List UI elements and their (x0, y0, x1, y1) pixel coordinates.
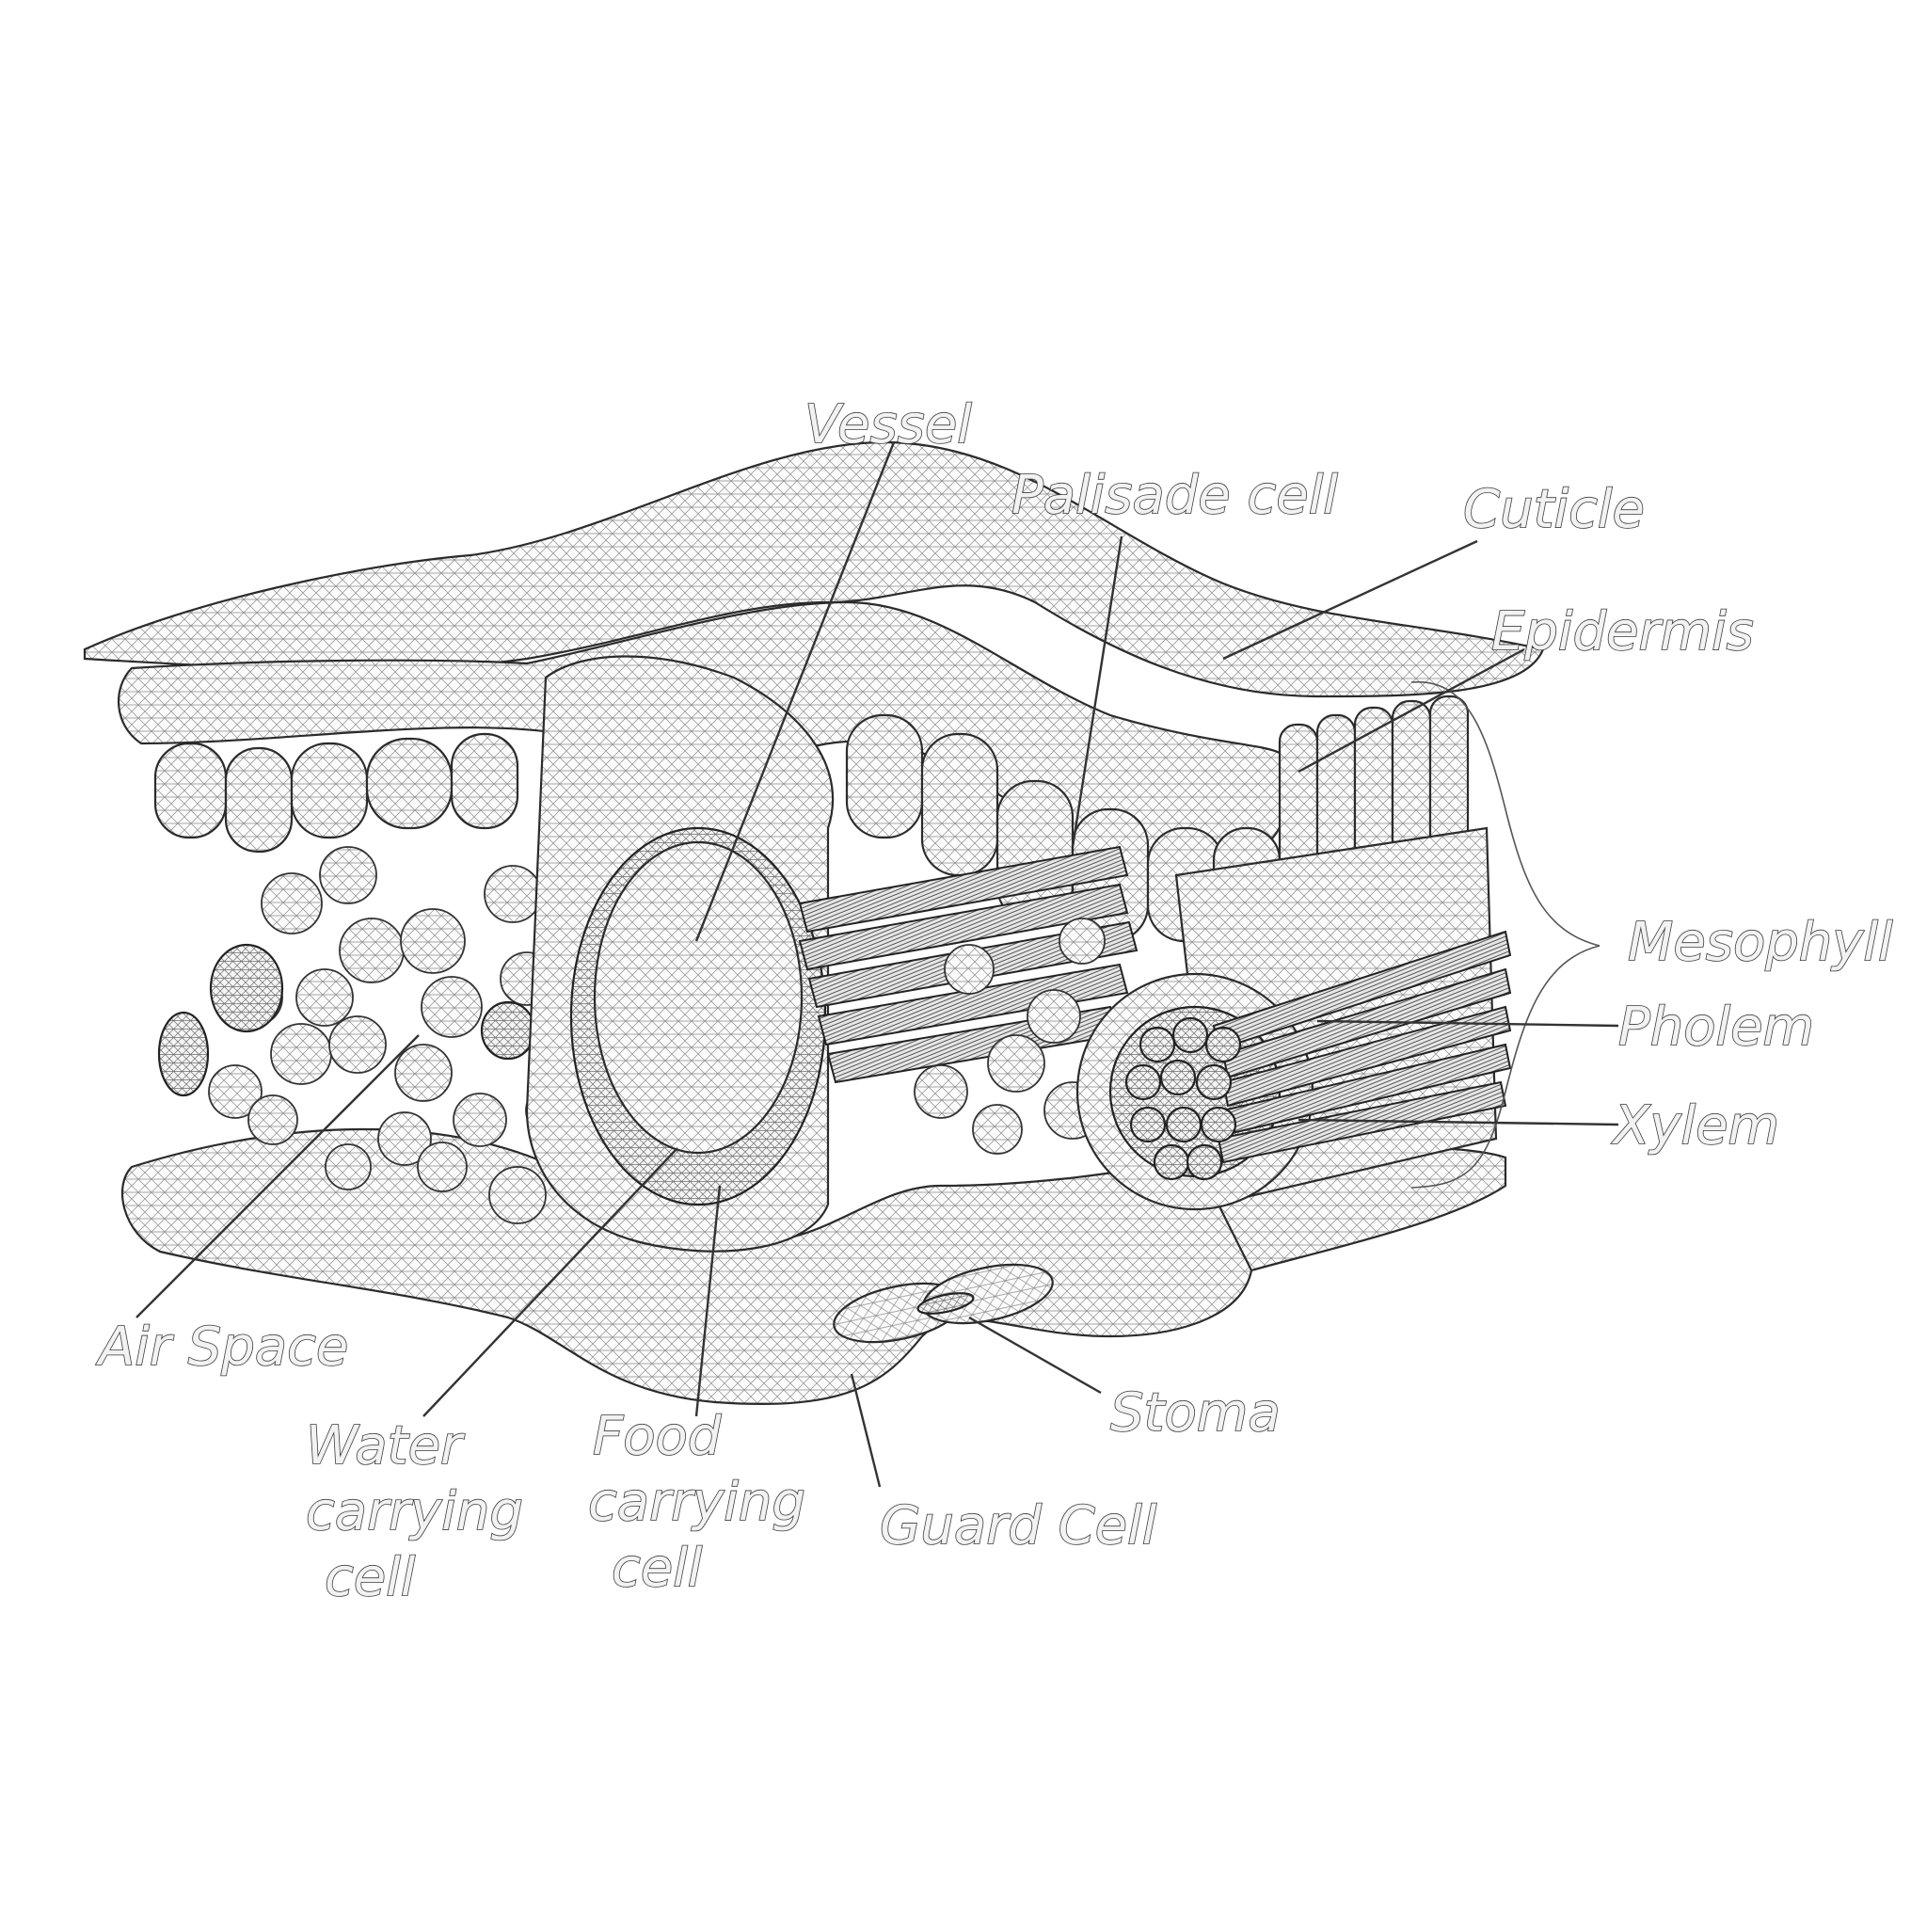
mesophyll-bracket (1410, 681, 1601, 1189)
label-mesophyll: Mesophyll (1628, 912, 1893, 973)
right-bundle (1075, 826, 1512, 1211)
mid-spongy-cells (914, 918, 1106, 1155)
label-cuticle: Cuticle (1463, 479, 1645, 540)
guard-cells (833, 1263, 1054, 1344)
label-water-carrying-cell-1: Water (306, 1415, 465, 1477)
label-vessel: Vessel (804, 394, 972, 455)
vessel-inner (593, 840, 804, 1155)
label-xylem: Xylem (1611, 1095, 1779, 1157)
label-food-carrying-cell-1: Food (593, 1406, 722, 1467)
label-water-carrying-cell-2: carrying (306, 1481, 523, 1542)
label-palisade-cell: Palisade cell (1011, 465, 1338, 526)
label-food-carrying-cell-2: carrying (588, 1472, 805, 1533)
label-food-carrying-cell-3: cell (612, 1538, 703, 1599)
label-stoma: Stoma (1110, 1382, 1281, 1444)
label-air-space: Air Space (96, 1317, 348, 1378)
label-water-carrying-cell-3: cell (325, 1547, 416, 1608)
label-epidermis: Epidermis (1491, 601, 1754, 663)
labels: Vessel Palisade cell Cuticle Epidermis M… (95, 393, 1894, 1609)
leader-lines (135, 441, 1619, 1488)
bundle-tube-ends (1124, 1016, 1242, 1181)
cuticle-layer (83, 440, 1545, 698)
label-pholem: Pholem (1618, 997, 1814, 1058)
label-guard-cell: Guard Cell (880, 1495, 1157, 1557)
